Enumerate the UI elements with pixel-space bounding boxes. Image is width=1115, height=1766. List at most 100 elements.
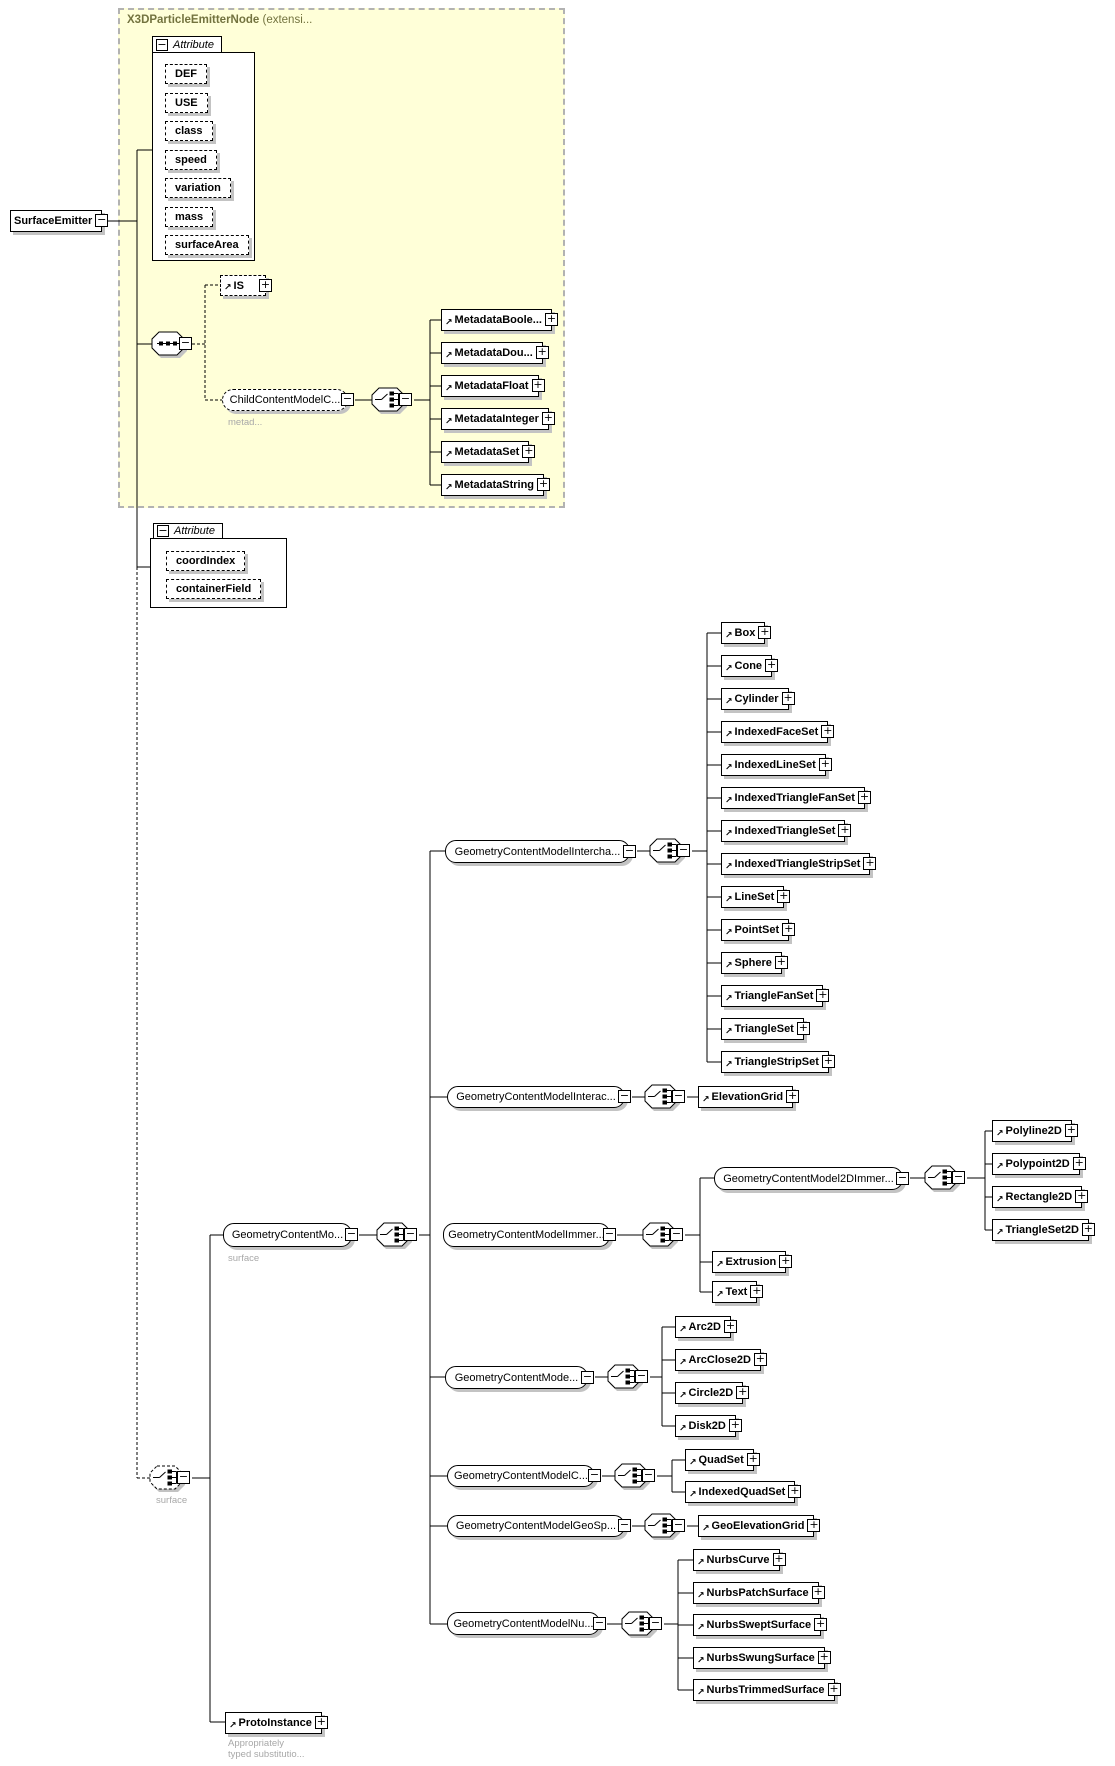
- element-ProtoInstance[interactable]: ProtoInstance: [225, 1712, 328, 1734]
- attribute-block-header[interactable]: Attribute: [153, 523, 223, 539]
- minus-expand-icon[interactable]: [404, 1228, 417, 1241]
- minus-expand-icon[interactable]: [618, 1519, 631, 1532]
- element-IndexedTriangleSet[interactable]: IndexedTriangleSet: [721, 820, 852, 842]
- plus-expand-icon[interactable]: [1064, 1124, 1078, 1137]
- element-MetadataSet[interactable]: MetadataSet: [441, 441, 536, 463]
- plus-expand-icon[interactable]: [772, 1553, 786, 1566]
- element-Rectangle2D[interactable]: Rectangle2D: [992, 1186, 1089, 1208]
- choice-icon[interactable]: [376, 1222, 417, 1249]
- element-Polyline2D[interactable]: Polyline2D: [992, 1120, 1078, 1142]
- minus-expand-icon[interactable]: [603, 1228, 616, 1241]
- plus-expand-icon[interactable]: [777, 890, 791, 903]
- attribute-class[interactable]: class: [165, 121, 213, 141]
- plus-expand-icon[interactable]: [838, 824, 852, 837]
- group-GeometryContentModel2DImmersive[interactable]: GeometryContentModel2DImmer...: [714, 1167, 909, 1190]
- minus-expand-icon[interactable]: [618, 1090, 631, 1103]
- plus-expand-icon[interactable]: [758, 626, 772, 639]
- element-TriangleStripSet[interactable]: TriangleStripSet: [721, 1051, 835, 1073]
- element-Cylinder[interactable]: Cylinder: [721, 688, 795, 710]
- plus-expand-icon[interactable]: [807, 1519, 821, 1532]
- minus-expand-icon[interactable]: [177, 1471, 190, 1484]
- element-IndexedTriangleStripSet[interactable]: IndexedTriangleStripSet: [721, 853, 877, 875]
- plus-expand-icon[interactable]: [788, 1485, 802, 1498]
- attribute-speed[interactable]: speed: [165, 150, 217, 170]
- plus-expand-icon[interactable]: [723, 1320, 737, 1333]
- element-NurbsCurve[interactable]: NurbsCurve: [693, 1549, 786, 1571]
- plus-expand-icon[interactable]: [522, 445, 536, 458]
- minus-expand-icon[interactable]: [399, 393, 412, 406]
- minus-expand-icon[interactable]: [345, 1228, 358, 1241]
- minus-expand-icon[interactable]: [179, 337, 192, 350]
- plus-expand-icon[interactable]: [818, 758, 832, 771]
- plus-expand-icon[interactable]: [314, 1716, 328, 1729]
- plus-expand-icon[interactable]: [750, 1285, 764, 1298]
- choice-icon[interactable]: [371, 387, 412, 414]
- plus-expand-icon[interactable]: [1081, 1223, 1095, 1236]
- choice-icon[interactable]: [644, 1513, 685, 1540]
- minus-expand-icon[interactable]: [623, 844, 636, 858]
- minus-expand-icon[interactable]: [672, 1519, 685, 1532]
- minus-expand-icon[interactable]: [896, 1171, 909, 1185]
- element-GeoElevationGrid[interactable]: GeoElevationGrid: [698, 1515, 821, 1537]
- element-QuadSet[interactable]: QuadSet: [685, 1449, 760, 1471]
- element-IndexedFaceSet[interactable]: IndexedFaceSet: [721, 721, 835, 743]
- plus-expand-icon[interactable]: [781, 692, 795, 705]
- plus-expand-icon[interactable]: [827, 1683, 841, 1696]
- plus-expand-icon[interactable]: [753, 1353, 767, 1366]
- minus-expand-icon[interactable]: [642, 1469, 655, 1482]
- minus-expand-icon[interactable]: [341, 393, 354, 406]
- plus-expand-icon[interactable]: [857, 791, 871, 804]
- plus-expand-icon[interactable]: [765, 659, 779, 672]
- element-ArcClose2D[interactable]: ArcClose2D: [675, 1349, 767, 1371]
- plus-expand-icon[interactable]: [259, 278, 272, 292]
- group-GeometryContentModelGeospatial[interactable]: GeometryContentModelGeoSp...: [447, 1515, 631, 1537]
- element-IS[interactable]: IS: [220, 275, 272, 296]
- choice-icon[interactable]: [621, 1611, 662, 1638]
- element-LineSet[interactable]: LineSet: [721, 886, 791, 908]
- plus-expand-icon[interactable]: [796, 1022, 810, 1035]
- plus-expand-icon[interactable]: [786, 1090, 800, 1103]
- choice-icon[interactable]: [614, 1463, 655, 1490]
- sequence-icon[interactable]: [151, 331, 192, 358]
- plus-expand-icon[interactable]: [821, 725, 835, 738]
- element-TriangleSet[interactable]: TriangleSet: [721, 1018, 810, 1040]
- element-Text[interactable]: Text: [712, 1281, 764, 1303]
- plus-expand-icon[interactable]: [814, 1618, 828, 1631]
- choice-icon[interactable]: [924, 1165, 965, 1192]
- plus-expand-icon[interactable]: [537, 478, 551, 491]
- element-Polypoint2D[interactable]: Polypoint2D: [992, 1153, 1086, 1175]
- group-GeometryContentModelInterchange[interactable]: GeometryContentModelIntercha...: [445, 840, 636, 863]
- minus-expand-icon[interactable]: [156, 38, 168, 51]
- minus-expand-icon[interactable]: [952, 1171, 965, 1184]
- minus-expand-icon[interactable]: [635, 1370, 648, 1383]
- plus-expand-icon[interactable]: [816, 989, 830, 1002]
- element-MetadataInteger[interactable]: MetadataInteger: [441, 408, 555, 430]
- plus-expand-icon[interactable]: [811, 1586, 825, 1599]
- group-GeometryContentModelCAD[interactable]: GeometryContentModelC...: [447, 1465, 601, 1487]
- element-MetadataBoole[interactable]: MetadataBoole...: [441, 309, 558, 331]
- attribute-containerField[interactable]: containerField: [166, 579, 262, 599]
- choice-icon[interactable]: [642, 1222, 683, 1249]
- element-IndexedLineSet[interactable]: IndexedLineSet: [721, 754, 832, 776]
- minus-expand-icon[interactable]: [95, 214, 109, 227]
- attribute-mass[interactable]: mass: [165, 207, 214, 227]
- element-NurbsSweptSurface[interactable]: NurbsSweptSurface: [693, 1614, 828, 1636]
- attribute-USE[interactable]: USE: [165, 93, 208, 113]
- element-Cone[interactable]: Cone: [721, 655, 779, 677]
- group-GeometryContentModelInteractive[interactable]: GeometryContentModelInterac...: [447, 1086, 631, 1108]
- element-PointSet[interactable]: PointSet: [721, 919, 796, 941]
- element-NurbsPatchSurface[interactable]: NurbsPatchSurface: [693, 1582, 825, 1604]
- attribute-surfaceArea[interactable]: surfaceArea: [165, 235, 249, 255]
- choice-icon[interactable]: [607, 1364, 648, 1391]
- plus-expand-icon[interactable]: [541, 412, 555, 425]
- element-NurbsTrimmedSurface[interactable]: NurbsTrimmedSurface: [693, 1679, 841, 1701]
- minus-expand-icon[interactable]: [672, 1090, 685, 1103]
- group-ChildContentModel[interactable]: ChildContentModelC...: [222, 389, 354, 411]
- element-MetadataDou[interactable]: MetadataDou...: [441, 342, 549, 364]
- choice-icon[interactable]: [644, 1084, 685, 1111]
- attribute-variation[interactable]: variation: [165, 178, 231, 198]
- element-Circle2D[interactable]: Circle2D: [675, 1382, 750, 1404]
- element-Arc2D[interactable]: Arc2D: [675, 1316, 737, 1338]
- group-GeometryContentModel2DInterchange[interactable]: GeometryContentMode...: [445, 1366, 594, 1389]
- plus-expand-icon[interactable]: [1075, 1190, 1089, 1203]
